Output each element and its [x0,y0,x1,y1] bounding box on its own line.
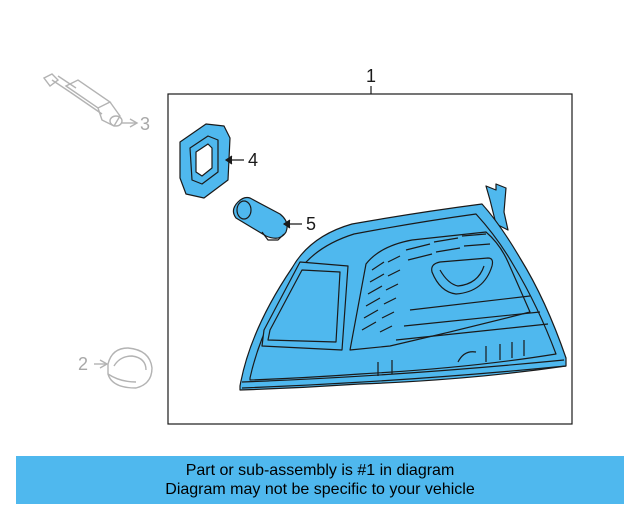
callout-3: 3 [140,114,150,134]
callout-4: 4 [248,150,258,170]
callout-5-arrow [282,219,302,229]
part-4-gasket [179,123,231,199]
part-5-bulb [232,196,288,241]
banner-line-1: Part or sub-assembly is #1 in diagram [185,462,455,479]
assembly-frame [167,93,573,425]
part-1-tail-lamp [239,183,567,391]
callout-2: 2 [78,354,88,374]
part-2-lamp-ghost [94,347,153,389]
banner-line-2: Diagram may not be specific to your vehi… [165,481,475,498]
callout-4-arrow [224,155,244,165]
part-3-socket-ghost [42,73,139,128]
callout-5: 5 [306,214,316,234]
callout-1: 1 [366,66,376,86]
info-banner: Part or sub-assembly is #1 in diagram Di… [16,456,624,504]
